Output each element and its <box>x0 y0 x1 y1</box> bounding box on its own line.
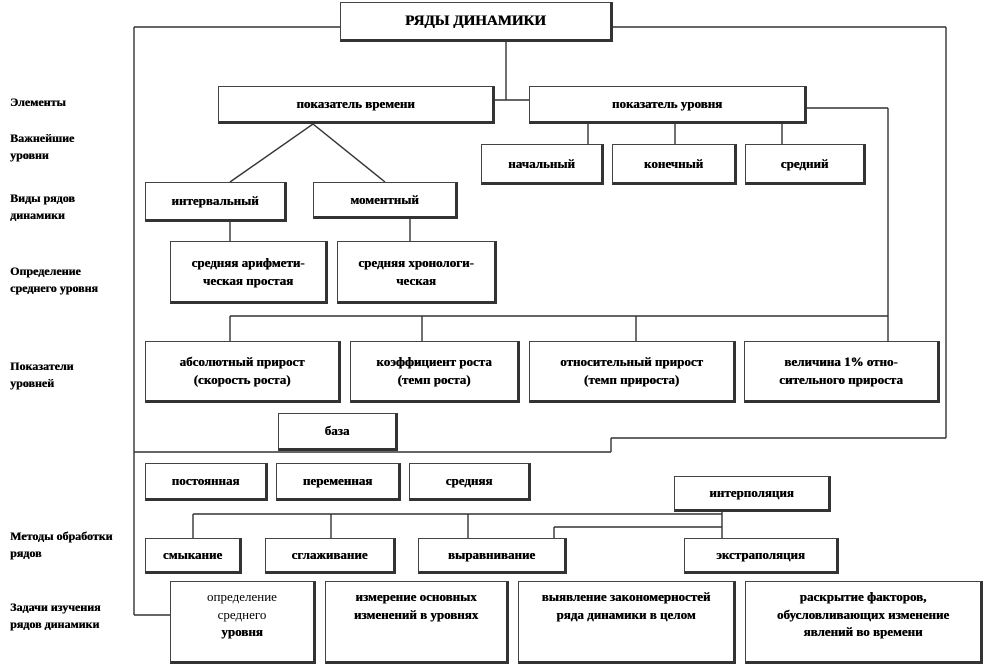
node-moment-series: моментный <box>313 182 458 219</box>
node-leveling: выравнивание <box>418 538 567 574</box>
row-label-study-tasks: Задачи изучения рядов динамики <box>10 600 101 632</box>
node-average-level: средний <box>745 144 866 185</box>
node-base-constant: постоянная <box>145 463 268 501</box>
task-average-line3: уровня <box>221 624 263 640</box>
task-average-line2: среднего <box>217 606 267 622</box>
node-chronological-average: средняя хронологи- ческая <box>337 241 497 304</box>
node-task-regularities: выявление закономерностей ряда динамики … <box>518 581 736 664</box>
row-label-series-types: Виды рядов динамики <box>10 191 75 223</box>
node-smoothing: сглаживание <box>265 538 396 574</box>
row-label-elements: Элементы <box>10 95 66 109</box>
row-label-key-levels: Важнейшие уровни <box>10 131 75 163</box>
node-time-indicator: показатель времени <box>218 86 495 124</box>
node-task-average-level: определение среднего уровня <box>170 581 316 664</box>
node-extrapolation: экстраполяция <box>684 538 839 574</box>
diagram-title: РЯДЫ ДИНАМИКИ <box>340 2 613 42</box>
row-label-level-indicators: Показатели уровней <box>10 359 74 391</box>
node-initial-level: начальный <box>481 144 604 185</box>
node-closing: смыкание <box>145 538 242 574</box>
node-task-main-changes: измерение основных изменений в уровнях <box>325 581 509 664</box>
node-relative-growth: относительный прирост (темп прироста) <box>529 341 736 403</box>
node-base-variable: переменная <box>276 463 401 501</box>
node-interpolation: интерполяция <box>674 476 831 512</box>
node-interval-series: интервальный <box>145 182 287 222</box>
node-final-level: конечный <box>612 144 737 185</box>
row-label-average-level: Определение среднего уровня <box>10 264 98 296</box>
node-base-average: средняя <box>409 463 531 501</box>
node-level-indicator: показатель уровня <box>529 86 807 124</box>
task-average-line1: определение <box>207 589 277 604</box>
node-task-factors: раскрытие факторов, обусловливающих изме… <box>745 581 983 664</box>
node-arithmetic-average: средняя арифмети- ческая простая <box>170 241 328 304</box>
node-base: база <box>278 413 398 451</box>
node-growth-coefficient: коэффициент роста (темп роста) <box>350 341 520 403</box>
row-label-processing-methods: Методы обработки рядов <box>10 529 113 561</box>
node-absolute-growth: абсолютный прирост (скорость роста) <box>145 341 341 403</box>
node-one-percent-value: величина 1% отно- сительного прироста <box>744 341 940 403</box>
